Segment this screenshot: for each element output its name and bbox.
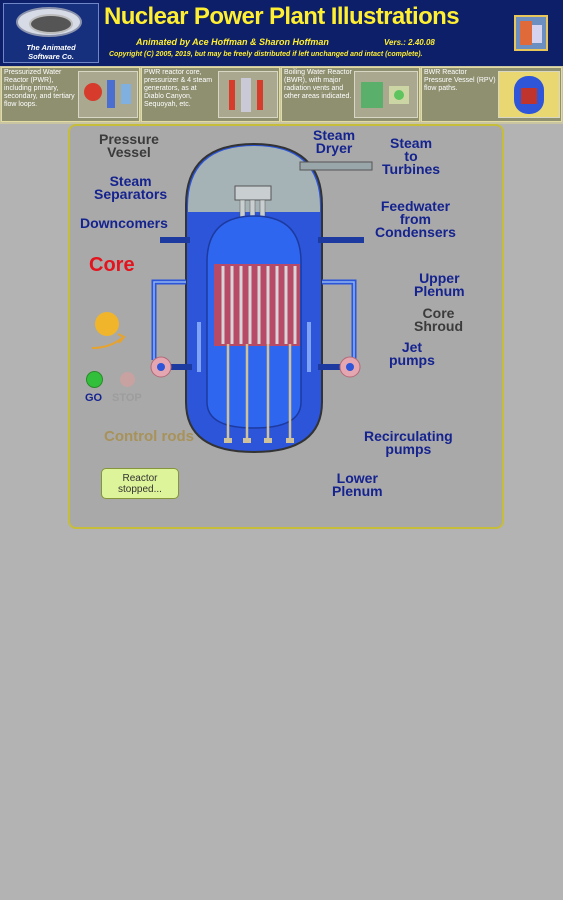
- copyright-line: Copyright (C) 2005, 2019, but may be fre…: [109, 51, 423, 58]
- thumb-bwr-rpv[interactable]: BWR Reactor Pressure Vessel (RPV) flow p…: [421, 67, 562, 122]
- authors-line: Animated by Ace Hoffman & Sharon Hoffman: [136, 37, 329, 47]
- info-book-icon[interactable]: [514, 15, 548, 51]
- reactor-status-button[interactable]: Reactor stopped...: [101, 468, 179, 499]
- go-button[interactable]: [86, 371, 103, 388]
- label-feedwater: Feedwater from Condensers: [375, 198, 456, 240]
- illustration-thumbnails: Pressurized Water Reactor (PWR), includi…: [0, 66, 563, 124]
- status-line-1: Reactor: [122, 473, 158, 484]
- page-title: Nuclear Power Plant Illustrations: [104, 3, 460, 30]
- logo-emblem-icon: [16, 7, 82, 37]
- thumb-bwr-image: [354, 71, 418, 118]
- label-steam-separators: Steam Separators: [94, 173, 168, 202]
- go-label[interactable]: GO: [85, 392, 103, 404]
- thumb-caption: Boiling Water Reactor (BWR), with major …: [284, 69, 352, 100]
- stop-button[interactable]: [120, 372, 135, 387]
- thumb-pwr[interactable]: Pressurized Water Reactor (PWR), includi…: [1, 67, 140, 122]
- label-core-shroud: Core Shroud: [414, 305, 463, 334]
- label-control-rods: Control rods: [104, 428, 194, 445]
- status-line-2: stopped...: [118, 484, 162, 495]
- logo-line-2: Software Co.: [28, 52, 74, 61]
- label-lower-plenum: Lower Plenum: [332, 470, 383, 499]
- company-logo[interactable]: The Animated Software Co.: [3, 3, 99, 63]
- label-steam-to-turbines: Steam to Turbines: [382, 135, 441, 177]
- label-jet-pumps: Jet pumps: [389, 339, 435, 368]
- thumb-caption: Pressurized Water Reactor (PWR), includi…: [4, 69, 75, 108]
- thumb-bwr[interactable]: Boiling Water Reactor (BWR), with major …: [281, 67, 420, 122]
- thumb-pwr-image: [78, 71, 138, 118]
- version-label: Vers.: 2.40.08: [384, 38, 435, 47]
- label-pressure-vessel: Pressure Vessel: [99, 131, 159, 160]
- label-downcomers: Downcomers: [80, 215, 168, 231]
- thumb-caption: PWR reactor core, pressurizer & 4 steam …: [144, 69, 213, 108]
- label-upper-plenum: Upper Plenum: [414, 270, 465, 299]
- steam-outlet-pipe: [299, 161, 373, 171]
- stop-label[interactable]: STOP: [112, 392, 142, 404]
- app-banner: The Animated Software Co. Nuclear Power …: [0, 0, 563, 66]
- label-steam-dryer: Steam Dryer: [313, 127, 356, 156]
- label-core: Core: [89, 254, 135, 276]
- label-recirculating-pumps: Recirculating pumps: [364, 428, 453, 457]
- thumb-caption: BWR Reactor Pressure Vessel (RPV) flow p…: [424, 69, 496, 92]
- thumb-pwr-core-image: [218, 71, 278, 118]
- thumb-bwr-rpv-image: [498, 71, 560, 118]
- control-rods: [226, 344, 292, 440]
- logo-line-1: The Animated: [26, 43, 76, 52]
- sun-icon[interactable]: [95, 312, 119, 336]
- thumb-pwr-core[interactable]: PWR reactor core, pressurizer & 4 steam …: [141, 67, 280, 122]
